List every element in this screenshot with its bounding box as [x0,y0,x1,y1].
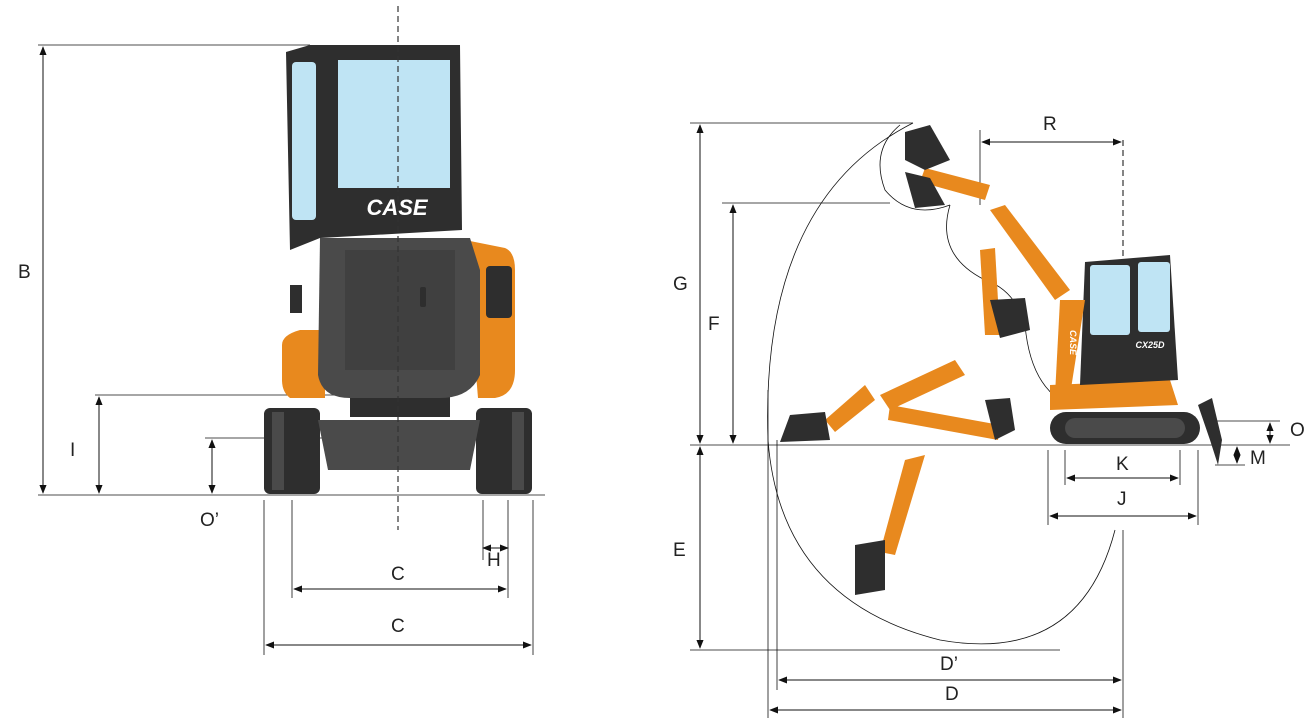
boom-positions-illustration [780,125,1070,595]
label-i: I [70,440,75,461]
label-h: H [487,550,501,571]
label-o: O [1290,420,1305,441]
label-b: B [18,262,31,283]
label-c-outer: C [391,616,405,637]
excavator-side-illustration: CX25D CASE [1050,255,1222,465]
label-m: M [1250,448,1266,469]
label-d: D [945,684,959,705]
front-view: CASE B I O’ H C C [18,6,545,655]
label-c-inner: C [391,564,405,585]
boom-logo: CASE [1068,330,1078,356]
reach-envelope-arc [767,122,1116,645]
label-d-prime: D’ [940,654,958,675]
label-f: F [708,314,720,335]
label-r: R [1043,114,1057,135]
label-e: E [673,540,686,561]
label-o-prime: O’ [200,510,219,531]
side-view: CX25D CASE R G F E O M K J D’ [673,114,1305,718]
excavator-rear-illustration: CASE [264,45,532,494]
label-j: J [1117,489,1127,510]
label-g: G [673,274,688,295]
label-k: K [1116,454,1129,475]
model-badge: CX25D [1135,340,1165,350]
